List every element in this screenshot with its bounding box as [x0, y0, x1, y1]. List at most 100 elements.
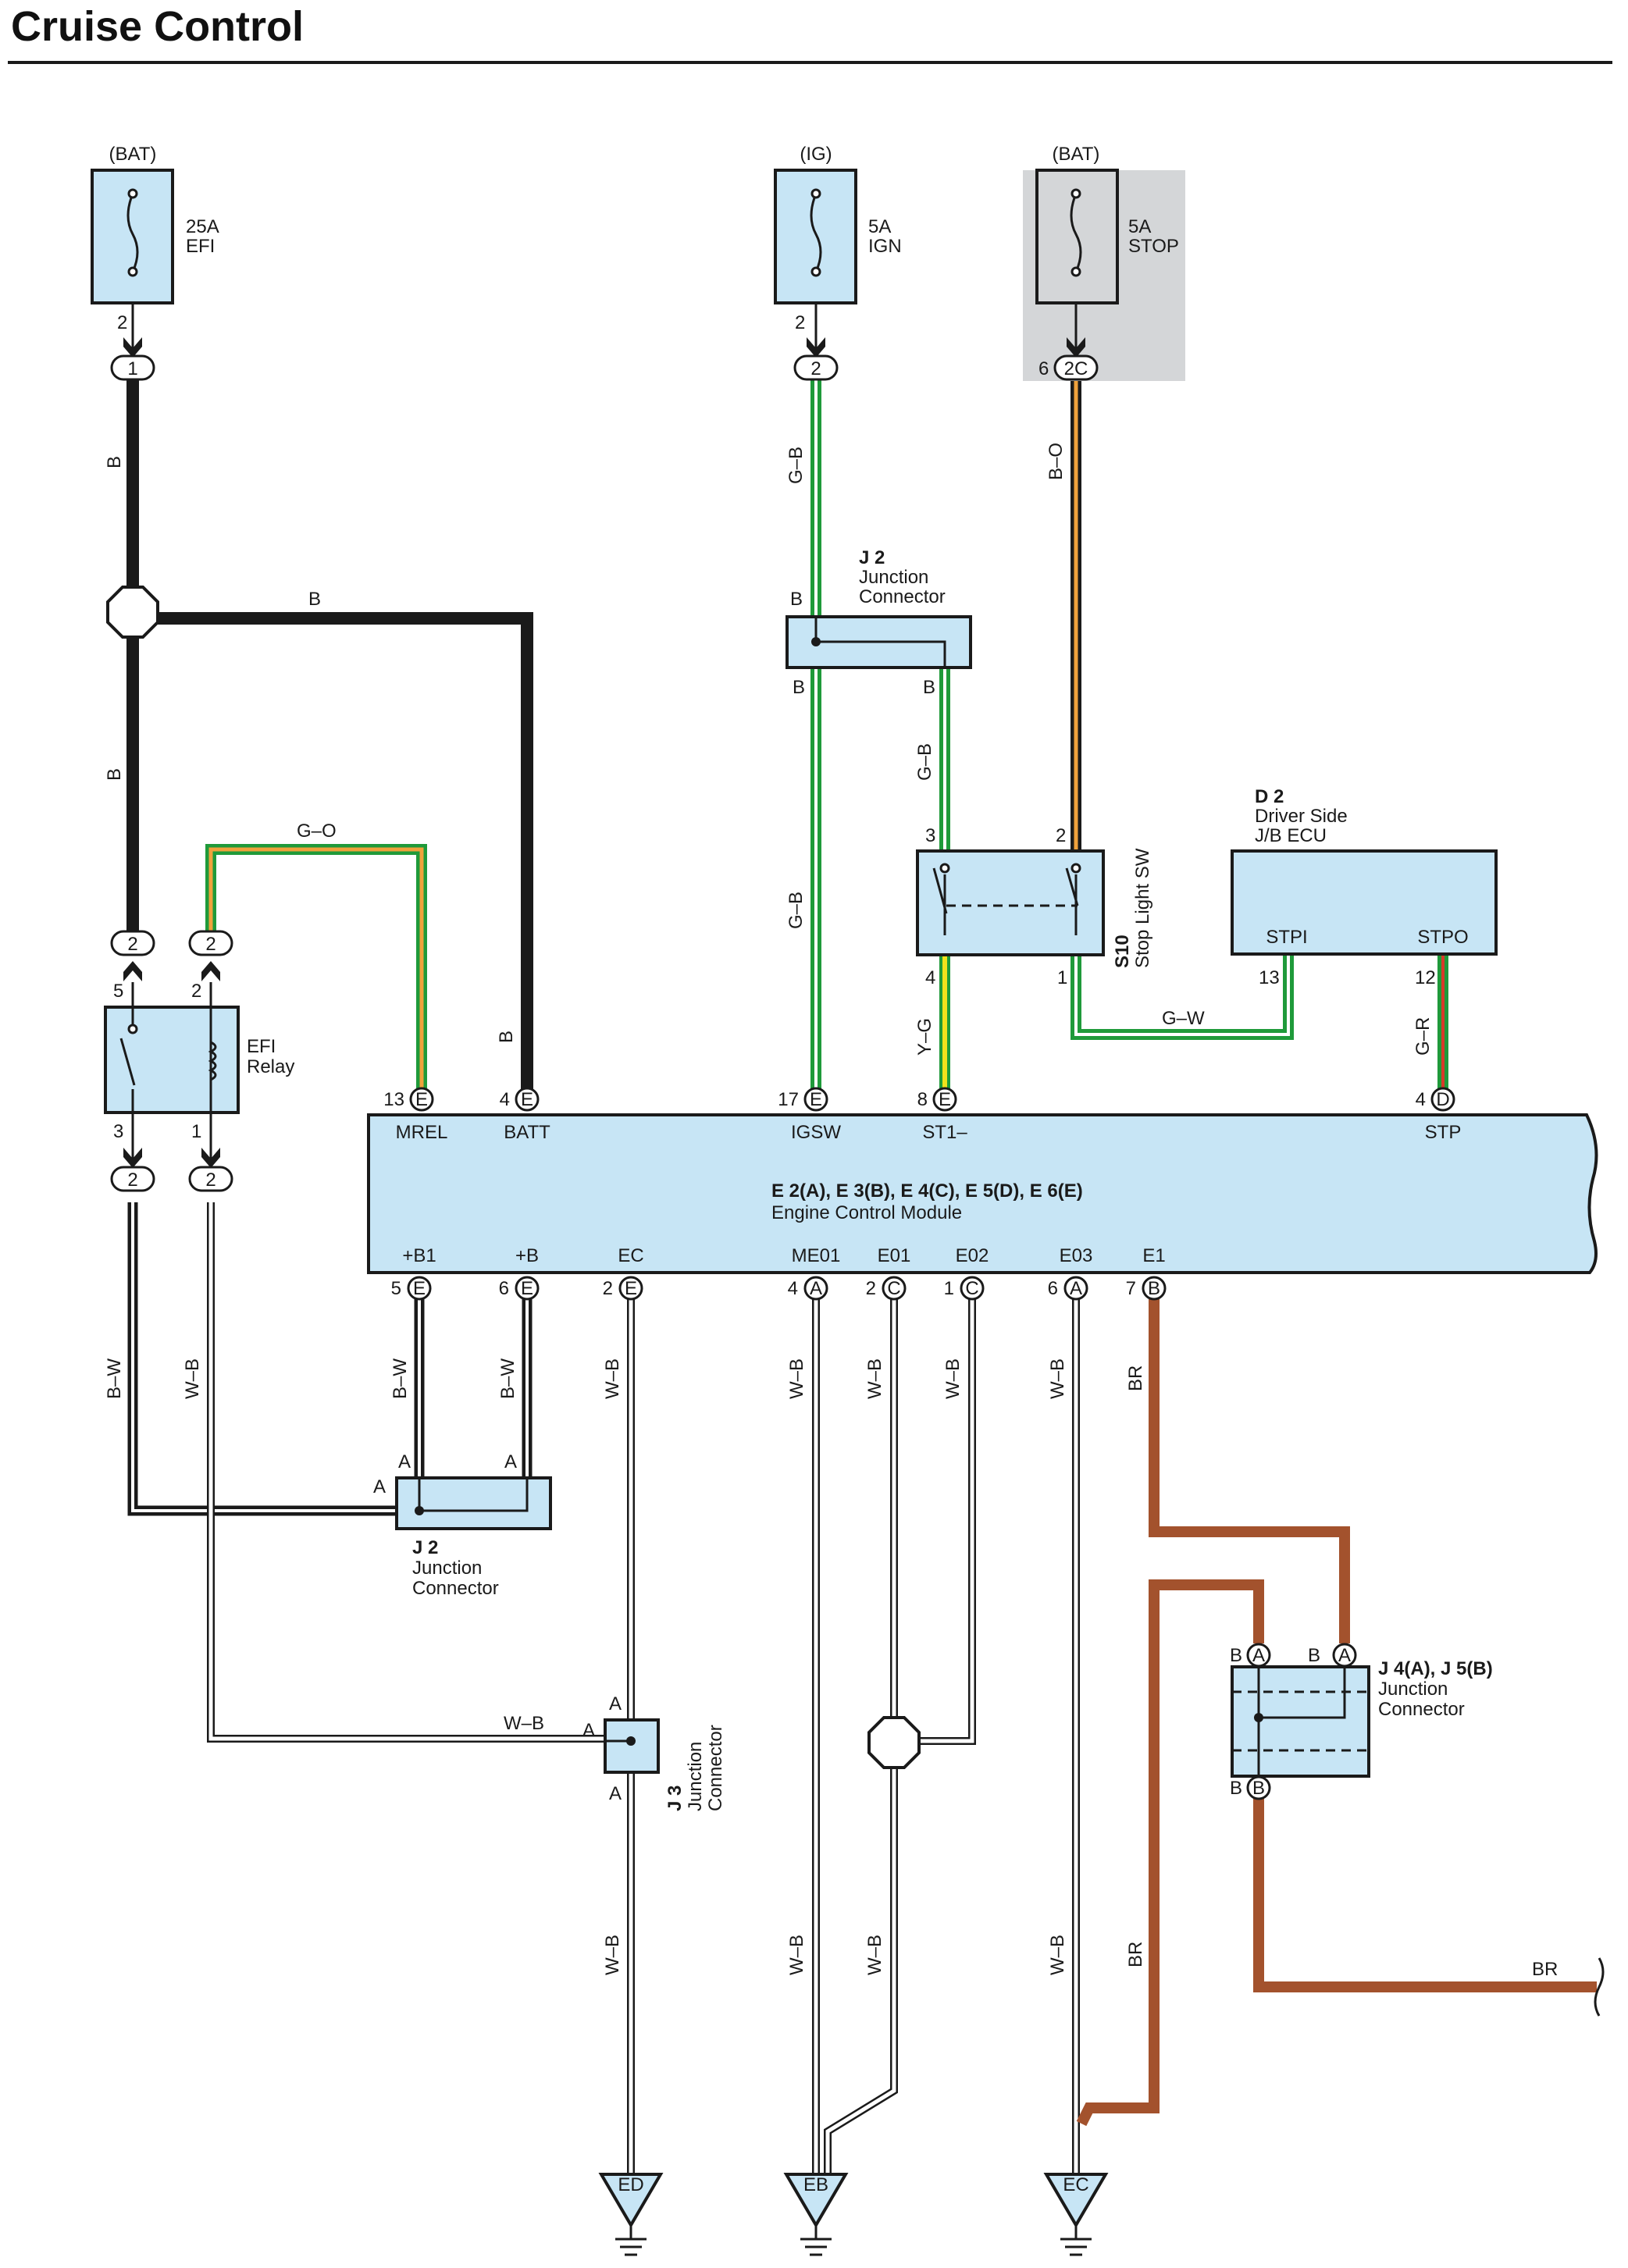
wire-g-o	[205, 844, 427, 1093]
j2-bottom-pin-in1: A	[398, 1451, 411, 1472]
ecm-top-pins: E 13 MREL E 4 BATT E 17 IGSW E 8 ST1–	[383, 1087, 1462, 1143]
wire-label: G–W	[1162, 1008, 1205, 1029]
svg-text:A: A	[1070, 1278, 1082, 1299]
relay-pin-5: 5	[113, 981, 123, 1002]
wire-label: W–B	[786, 1935, 807, 1975]
svg-text:4: 4	[500, 1089, 510, 1110]
j2-bottom-name-2: Connector	[412, 1578, 499, 1599]
svg-text:ST1–: ST1–	[922, 1122, 967, 1143]
d2-pin-12: 12	[1415, 967, 1436, 988]
j2-bottom-box	[395, 1476, 552, 1530]
ign-fuse: (IG) 5A IGN 2	[774, 144, 902, 333]
wire-label: W–B	[864, 1358, 885, 1399]
svg-text:+B: +B	[515, 1245, 539, 1266]
j2-top-pin-in: B	[790, 589, 803, 610]
wire-label: B–W	[104, 1358, 125, 1399]
svg-text:E: E	[521, 1278, 533, 1299]
ecm-pin-e01: E01 C 2	[866, 1245, 910, 1301]
relay-box	[104, 1006, 240, 1114]
ecm-pin-me01: ME01 A 4	[788, 1245, 840, 1301]
ecm-pin-e02: E02 C 1	[944, 1245, 989, 1301]
d2-id: D 2	[1255, 786, 1284, 807]
j3-connector: A A A J 3 Junction Connector	[582, 1693, 726, 1811]
svg-text:STP: STP	[1425, 1122, 1462, 1143]
ecm-pin-e1: E1 B 7	[1126, 1245, 1167, 1301]
relay-pin-2: 2	[191, 981, 201, 1002]
svg-text:IGSW: IGSW	[791, 1122, 841, 1143]
j4-pin-b3: B	[1230, 1778, 1242, 1799]
svg-text:5: 5	[391, 1278, 401, 1299]
stop-conn-pin: 2C	[1064, 358, 1088, 379]
ground-ed: ED	[598, 2173, 664, 2256]
ecm-pin-batt: E 4 BATT	[500, 1087, 550, 1143]
j3-pin-top: A	[609, 1693, 622, 1714]
sw-name: Stop Light SW	[1132, 848, 1153, 968]
sw-pin-4: 4	[925, 967, 935, 988]
j4-conn-a1: A	[1252, 1645, 1265, 1666]
wire-label: B–O	[1046, 443, 1067, 480]
ecm-name: Engine Control Module	[771, 1202, 962, 1223]
ecm-pin-stp: D 4 STP	[1416, 1087, 1462, 1143]
wire-label: W–B	[1047, 1358, 1068, 1399]
j2-bottom-pin-in2: A	[504, 1451, 517, 1472]
efi-fuse-rating: 25A	[186, 216, 219, 237]
sw-pin-1: 1	[1057, 967, 1067, 988]
j2-top-name-2: Connector	[859, 586, 946, 607]
wire-label: B	[104, 456, 125, 468]
j2-bottom-name-1: Junction	[412, 1558, 482, 1579]
j4-conn-b3: B	[1252, 1778, 1265, 1799]
j3-name-1: Junction	[685, 1742, 706, 1811]
j2-bottom-pin-left: A	[373, 1476, 386, 1497]
svg-text:2: 2	[603, 1278, 613, 1299]
ecm-pin-b: +B E 6	[499, 1245, 540, 1301]
svg-text:6: 6	[499, 1278, 509, 1299]
wire-br	[1076, 1292, 1597, 2127]
ecm-id: E 2(A), E 3(B), E 4(C), E 5(D), E 6(E)	[771, 1180, 1083, 1202]
ign-fuse-source: (IG)	[800, 144, 832, 165]
relay-pin-3: 3	[113, 1121, 123, 1142]
relay-conn-1: 2	[127, 934, 137, 955]
sw-pin-3: 3	[925, 825, 935, 846]
ecm-pin-b1: +B1 E 5	[391, 1245, 436, 1301]
stop-fuse-source: (BAT)	[1053, 144, 1100, 165]
splice-point-ground	[867, 1716, 921, 1769]
j4-pin-b2: B	[1308, 1645, 1320, 1666]
svg-text:E: E	[939, 1089, 951, 1110]
ign-conn-pin: 2	[810, 358, 821, 379]
svg-text:A: A	[810, 1278, 822, 1299]
j2-bottom-connector: A A A J 2 Junction Connector	[373, 1451, 552, 1599]
svg-text:13: 13	[383, 1089, 404, 1110]
svg-text:E02: E02	[956, 1245, 989, 1266]
efi-fuse: (BAT) 25A EFI 2	[91, 144, 219, 333]
splice-point	[106, 586, 159, 639]
relay-coil-icon	[208, 1041, 217, 1081]
stop-fuse-rating: 5A	[1128, 216, 1151, 237]
relay-conn-2: 2	[205, 934, 216, 955]
svg-text:+B1: +B1	[402, 1245, 436, 1266]
svg-text:EC: EC	[1063, 2174, 1088, 2195]
d2-name-2: J/B ECU	[1255, 825, 1327, 846]
ecm-pin-mrel: E 13 MREL	[383, 1087, 447, 1143]
j2-top-name-1: Junction	[859, 567, 928, 588]
svg-text:E: E	[810, 1089, 822, 1110]
svg-text:B: B	[1148, 1278, 1160, 1299]
svg-text:4: 4	[788, 1278, 798, 1299]
svg-text:E: E	[521, 1089, 533, 1110]
j3-box	[604, 1718, 660, 1774]
svg-text:2: 2	[866, 1278, 876, 1299]
wire-g-w	[1070, 954, 1294, 1040]
j4-pin-b1: B	[1230, 1645, 1242, 1666]
ground-eb: EB	[783, 2173, 849, 2256]
j2-top-id: J 2	[859, 547, 885, 568]
wire-label: BR	[1532, 1959, 1558, 1980]
ecm-bottom-pins: +B1 E 5 +B E 6 EC E 2 ME01 A 4	[391, 1245, 1167, 1301]
svg-text:1: 1	[944, 1278, 954, 1299]
wire-label: B	[308, 589, 321, 610]
svg-text:7: 7	[1126, 1278, 1136, 1299]
j4-name-2: Connector	[1378, 1699, 1465, 1720]
fuse-icon	[810, 193, 822, 272]
efi-fuse-source: (BAT)	[109, 144, 157, 165]
svg-text:BATT: BATT	[504, 1122, 550, 1143]
j3-id: J 3	[664, 1786, 686, 1811]
relay-conn-3: 2	[127, 1170, 137, 1191]
